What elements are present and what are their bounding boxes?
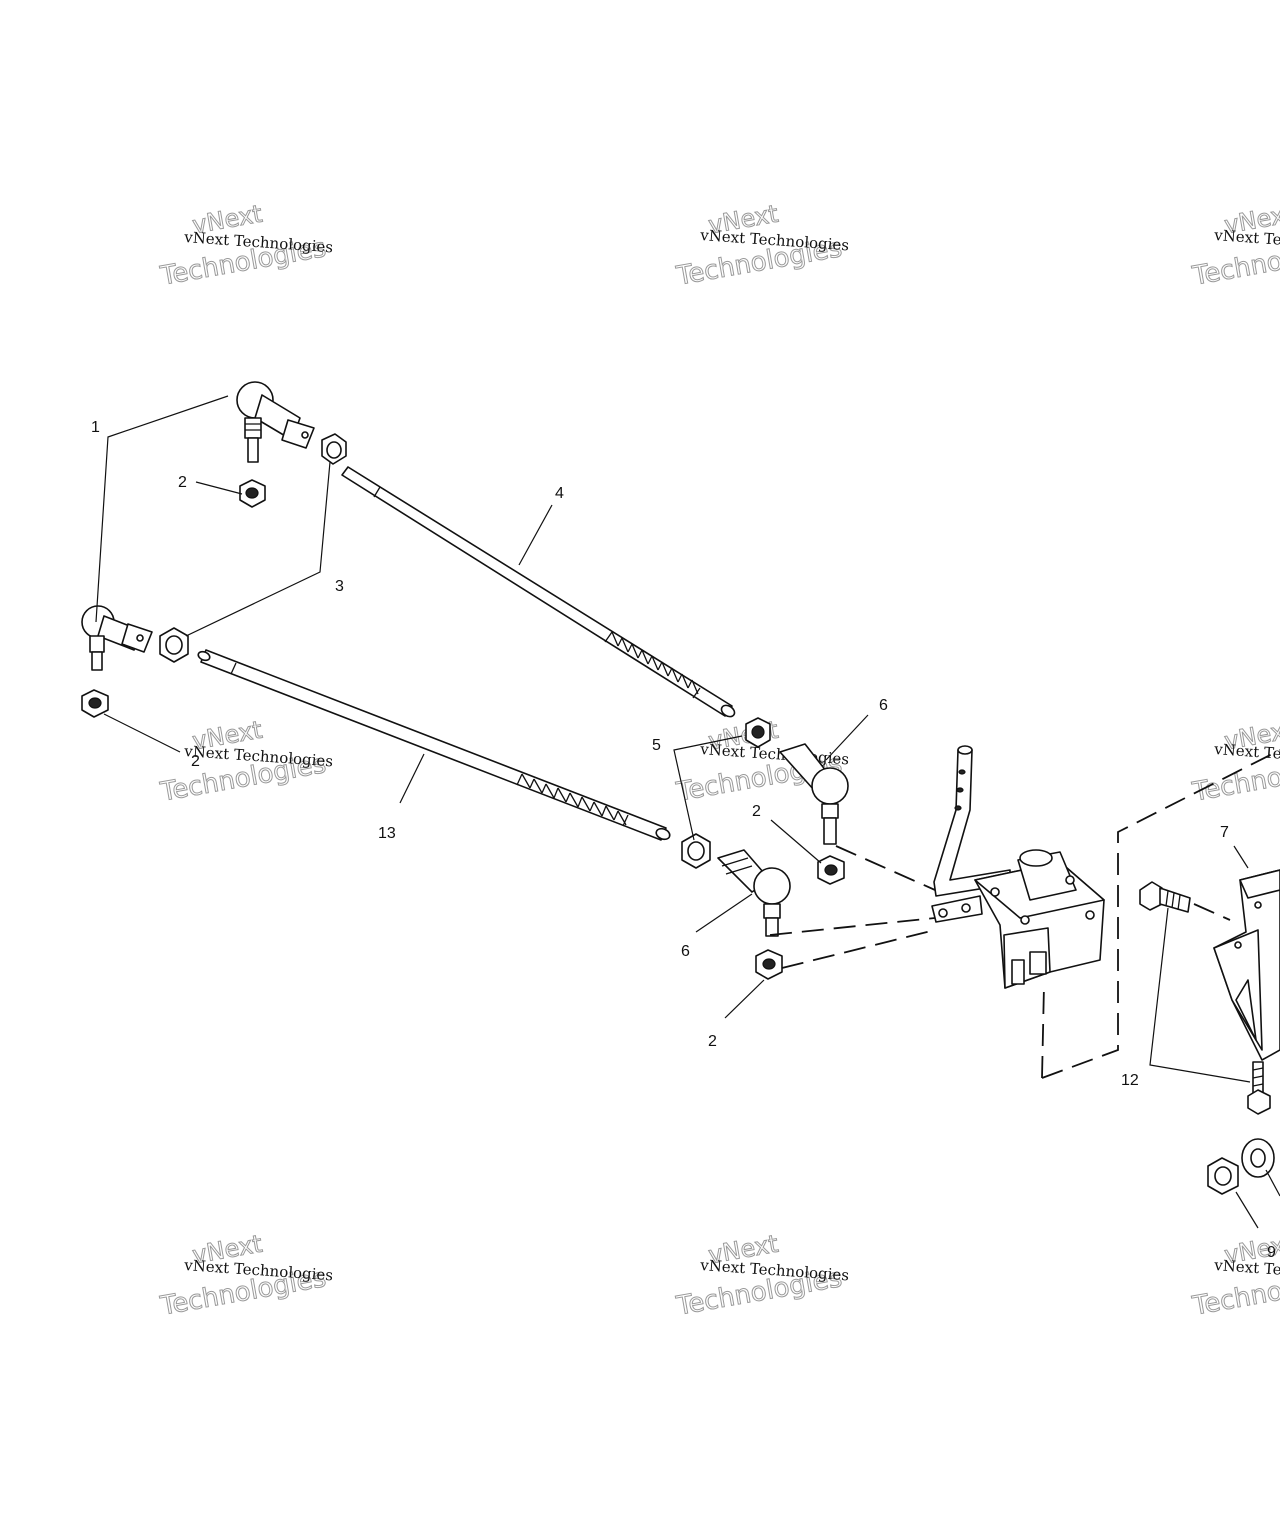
callout-9: 9	[1267, 1244, 1276, 1261]
callout-7: 7	[1220, 824, 1229, 841]
nut-item-9	[1207, 1157, 1239, 1195]
tie-rod-upper	[341, 466, 736, 718]
nut-item-5-upper	[745, 717, 771, 748]
nut-item-2-left	[81, 689, 109, 718]
callout-2: 2	[178, 474, 187, 491]
callout-2: 2	[708, 1033, 717, 1050]
assembly-dash-lines	[769, 749, 1280, 1079]
tie-rod-lower	[197, 649, 671, 841]
nut-item-5-lower	[681, 833, 711, 869]
callout-12: 12	[1121, 1072, 1139, 1089]
callout-2: 2	[752, 803, 761, 820]
ball-joint-center-upper	[779, 743, 849, 845]
callout-3: 3	[335, 578, 344, 595]
callout-6: 6	[681, 943, 690, 960]
mounting-bracket	[1213, 869, 1280, 1061]
nut-item-2-upper	[239, 479, 266, 508]
nut-item-2-lower	[755, 949, 783, 980]
thread-section	[611, 631, 699, 695]
bolt-item-12-upper	[1139, 881, 1191, 913]
ball-joint-center-lower	[717, 849, 791, 937]
leader-lines	[95, 395, 1280, 1229]
callout-13: 13	[378, 825, 396, 842]
nut-item-3-upper	[321, 433, 347, 465]
callout-6: 6	[879, 697, 888, 714]
nut-item-2-center	[817, 855, 845, 885]
shift-lever-assembly	[931, 745, 1105, 989]
washer	[1241, 1138, 1275, 1178]
nut-item-3-lower	[159, 627, 189, 663]
ball-joint-lower-left	[81, 605, 153, 671]
thread-section	[521, 773, 627, 826]
callout-1: 1	[91, 419, 100, 436]
callout-2: 2	[191, 753, 200, 770]
ball-joint-upper-left	[236, 381, 315, 463]
callout-5: 5	[652, 737, 661, 754]
bolt-item-12-lower	[1247, 1061, 1271, 1115]
callout-4: 4	[555, 485, 564, 502]
